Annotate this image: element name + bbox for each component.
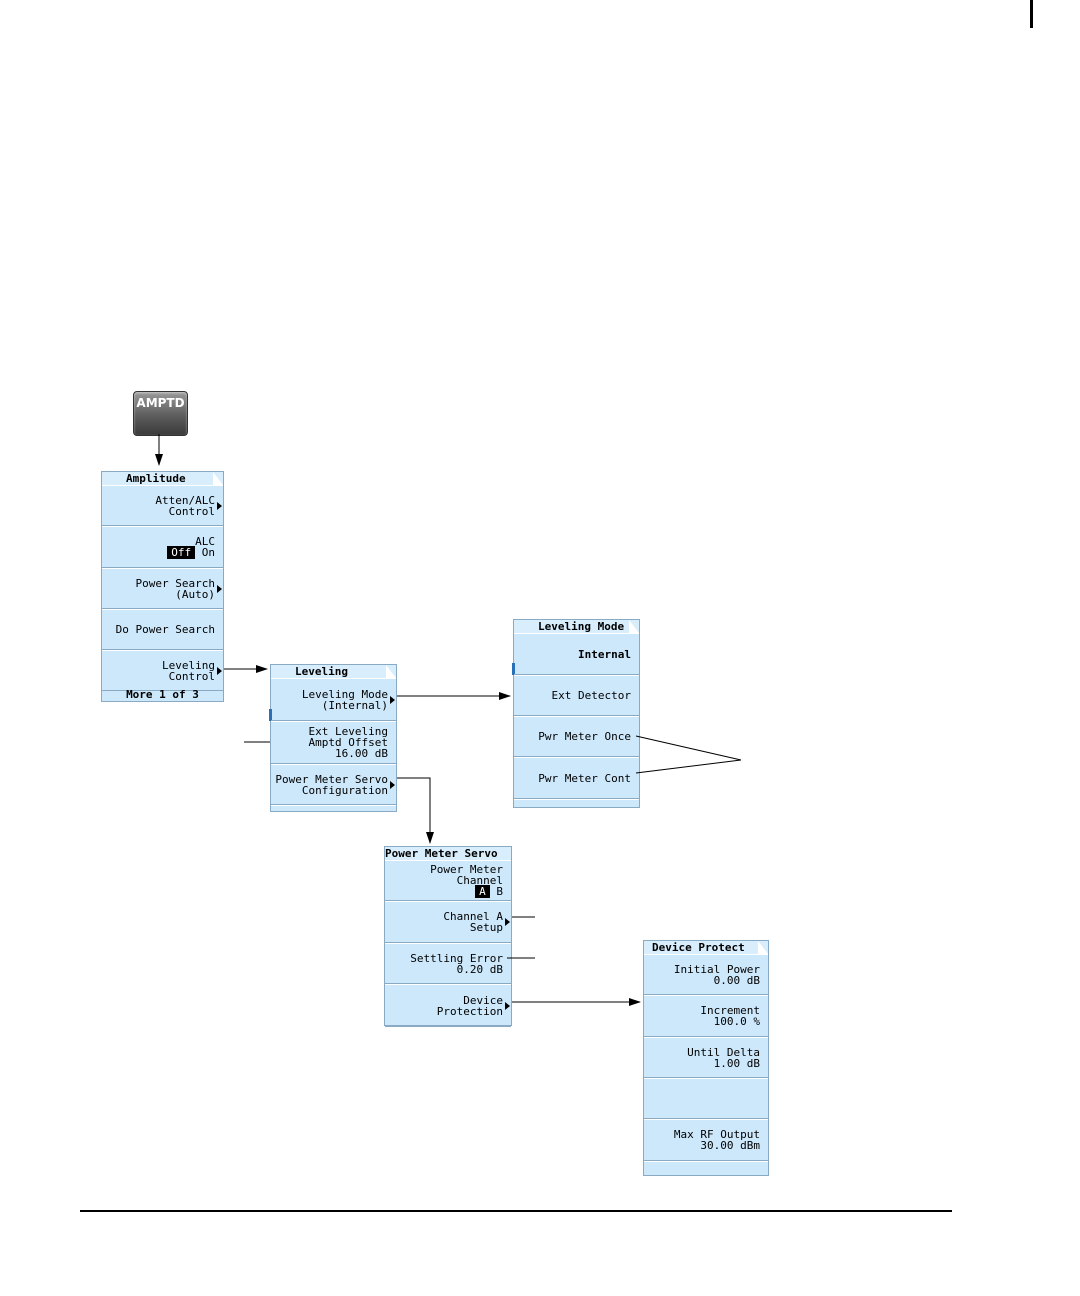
softkey-increment[interactable]: Increment 100.0 % [644,995,768,1037]
softkey-initial-power[interactable]: Initial Power 0.00 dB [644,954,768,995]
arrow-servo-config-to-servo-menu [397,777,434,844]
amplitude-menu: Amplitude Atten/ALC Control ALC Off On P… [101,471,224,702]
softkey-ext-detector[interactable]: Ext Detector [514,675,639,716]
softkey-do-power-search[interactable]: Do Power Search [102,609,223,650]
selection-marker [269,709,272,721]
top-margin-rule [1030,0,1033,28]
softkey-ext-leveling-amptd-offset[interactable]: Ext Leveling Amptd Offset 16.00 dB [271,721,396,764]
submenu-arrow-icon [217,501,222,510]
option-off: Off [167,546,196,559]
blank-softkey [271,805,396,814]
option-on: On [201,546,215,559]
device-protect-menu: Device Protect Initial Power 0.00 dB Inc… [643,940,769,1176]
softkey-power-search[interactable]: Power Search (Auto) [102,568,223,609]
softkey-pwr-meter-cont[interactable]: Pwr Meter Cont [514,757,639,799]
submenu-arrow-icon [217,584,222,593]
softkey-device-protection[interactable]: Device Protection [385,984,511,1027]
softkey-until-delta[interactable]: Until Delta 1.00 dB [644,1037,768,1078]
blank-softkey [644,1161,768,1178]
option-a: A [475,885,490,898]
softkey-power-meter-servo-configuration[interactable]: Power Meter Servo Configuration [271,764,396,805]
softkey-channel-a-setup[interactable]: Channel A Setup [385,901,511,943]
leveling-menu: Leveling Leveling Mode (Internal) Ext Le… [269,664,397,814]
submenu-arrow-icon [505,918,510,926]
selection-marker [512,663,515,675]
softkey-leveling-control[interactable]: Leveling Control [102,650,223,691]
menu-title: Leveling Mode [514,620,639,634]
submenu-arrow-icon [217,666,222,675]
callout-line-pwr-meter-cont [635,759,742,774]
menu-title: Power Meter Servo [385,847,511,861]
power-meter-servo-menu: Power Meter Servo Power Meter Channel A … [384,846,512,1027]
softkey-blank [644,1078,768,1119]
softkey-atten-alc-control[interactable]: Atten/ALC Control [102,485,223,526]
blank-softkey [514,799,639,810]
submenu-arrow-icon [390,695,395,704]
menu-title: Device Protect [644,941,768,955]
amptd-hardkey[interactable]: AMPTD [133,391,188,436]
softkey-power-meter-channel[interactable]: Power Meter Channel A B [385,860,511,901]
more-softkey[interactable]: More 1 of 3 [126,688,199,701]
bottom-page-rule [80,1210,952,1212]
leveling-mode-menu: Leveling Mode Internal Ext Detector Pwr … [512,619,640,810]
submenu-arrow-icon [505,1001,510,1010]
softkey-internal[interactable]: Internal [514,633,639,675]
callout-line-pwr-meter-once [635,735,742,761]
softkey-settling-error[interactable]: Settling Error 0.20 dB [385,943,511,984]
softkey-pwr-meter-once[interactable]: Pwr Meter Once [514,716,639,757]
submenu-arrow-icon [390,780,395,789]
softkey-leveling-mode[interactable]: Leveling Mode (Internal) [271,678,396,721]
option-b: B [496,885,503,898]
softkey-alc[interactable]: ALC Off On [102,526,223,568]
softkey-max-rf-output[interactable]: Max RF Output 30.00 dBm [644,1119,768,1161]
